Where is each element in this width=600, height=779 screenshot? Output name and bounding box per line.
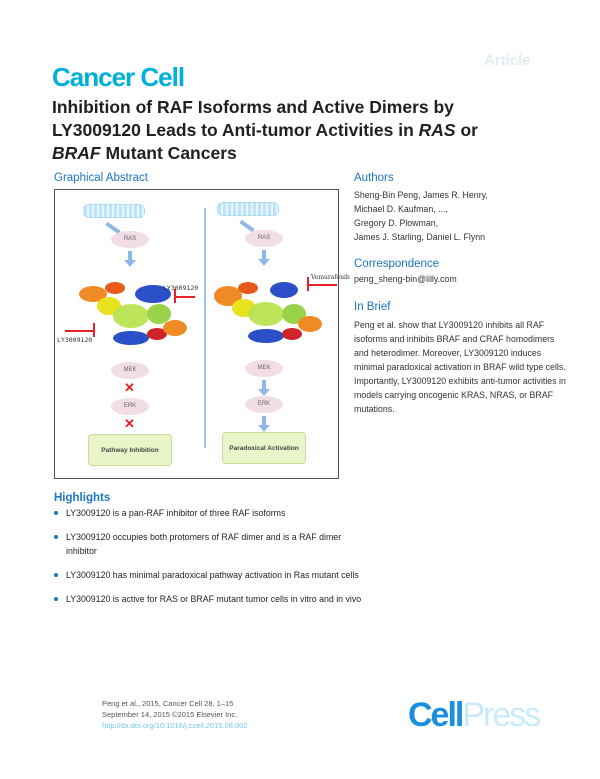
arrow-down-icon	[258, 416, 270, 432]
author-line: Sheng-Bin Peng, James R. Henry,	[354, 190, 488, 200]
highlight-item: LY3009120 has minimal paradoxical pathwa…	[54, 568, 374, 582]
node-mek-right: MEK	[245, 360, 283, 377]
title-line-1: Inhibition of RAF Isoforms and Active Di…	[52, 97, 454, 117]
graphical-abstract-figure: RAS LY3009120 LY3009120 MEK ✕ ERK ✕ Path…	[54, 189, 350, 479]
bullet-icon	[54, 573, 58, 577]
title-ras: RAS	[418, 120, 456, 140]
article-type-label: Article	[484, 52, 531, 69]
bullet-icon	[54, 597, 58, 601]
raf-dimer-structure-left-icon	[79, 282, 187, 345]
citation: Peng et al., 2015, Cancer Cell 28, 1–15	[102, 699, 234, 708]
inhibition-line-icon	[175, 296, 195, 298]
node-erk-right: ERK	[245, 396, 283, 413]
title-line-2a: LY3009120 Leads to Anti-tumor Activities…	[52, 120, 419, 140]
inhibition-bar-icon	[307, 277, 309, 291]
blocked-x-icon: ✕	[124, 416, 135, 431]
highlight-item: LY3009120 is a pan-RAF inhibitor of thre…	[54, 506, 374, 520]
citation-block: Peng et al., 2015, Cancer Cell 28, 1–15 …	[102, 698, 248, 731]
arrow-down-icon	[258, 250, 270, 266]
outcome-paradoxical-activation: Paradoxical Activation	[222, 432, 306, 464]
authors-list: Sheng-Bin Peng, James R. Henry, Michael …	[354, 188, 574, 244]
highlights-list: LY3009120 is a pan-RAF inhibitor of thre…	[54, 506, 374, 616]
inhibition-line-icon	[65, 330, 93, 332]
cellpress-logo: CellPress	[408, 696, 541, 735]
inhibition-line-icon	[309, 284, 337, 286]
blocked-x-icon: ✕	[124, 380, 135, 395]
inhibitor-label-vemurafenib: Vemurafenib	[311, 274, 350, 281]
journal-name: Cancer Cell	[52, 62, 185, 92]
title-line-3b: Mutant Cancers	[100, 143, 237, 163]
article-title: Inhibition of RAF Isoforms and Active Di…	[52, 96, 552, 165]
node-mek-left: MEK	[111, 362, 149, 379]
arrow-icon	[239, 219, 255, 233]
highlight-text: LY3009120 has minimal paradoxical pathwa…	[66, 570, 359, 580]
author-line: Gregory D. Plowman,	[354, 218, 439, 228]
bullet-icon	[54, 511, 58, 515]
bullet-icon	[54, 535, 58, 539]
logo-cell: Cell	[408, 696, 464, 734]
inhibition-bar-icon	[174, 289, 176, 303]
logo-press: Press	[462, 696, 541, 734]
correspondence-email-link[interactable]: peng_sheng-bin@lilly.com	[354, 274, 457, 284]
arrow-down-icon	[124, 251, 136, 267]
outcome-pathway-inhibition: Pathway Inhibition	[88, 434, 172, 466]
inhibitor-label-bottom: LY3009120	[57, 336, 93, 344]
title-braf: BRAF	[52, 143, 101, 163]
highlights-heading: Highlights	[54, 492, 111, 504]
doi-link[interactable]: http://dx.doi.org/10.1016/j.ccell.2015.0…	[102, 721, 248, 730]
in-brief-heading: In Brief	[354, 301, 391, 313]
node-erk-left: ERK	[111, 398, 149, 415]
date-copyright: September 14, 2015 ©2015 Elsevier Inc.	[102, 710, 238, 719]
highlight-item: LY3009120 occupies both protomers of RAF…	[54, 530, 374, 558]
highlight-text: LY3009120 occupies both protomers of RAF…	[66, 532, 342, 556]
inhibitor-label-top: LY3009120	[163, 284, 199, 292]
raf-dimer-structure-right-icon	[214, 282, 322, 343]
highlight-text: LY3009120 is a pan-RAF inhibitor of thre…	[66, 508, 286, 518]
membrane-receptor-left-icon	[83, 204, 145, 218]
panel-divider	[204, 208, 206, 448]
membrane-receptor-right-icon	[217, 202, 279, 216]
in-brief-text: Peng et al. show that LY3009120 inhibits…	[354, 320, 566, 414]
title-line-2b: or	[455, 120, 478, 140]
node-ras-right: RAS	[245, 230, 283, 247]
arrow-down-icon	[258, 380, 270, 396]
correspondence-heading: Correspondence	[354, 258, 440, 270]
author-line: Michael D. Kaufman, ...,	[354, 204, 448, 214]
highlight-item: LY3009120 is active for RAS or BRAF muta…	[54, 592, 374, 606]
node-ras-left: RAS	[111, 231, 149, 248]
graphical-abstract-heading: Graphical Abstract	[54, 172, 148, 184]
highlight-text: LY3009120 is active for RAS or BRAF muta…	[66, 594, 362, 604]
authors-heading: Authors	[354, 172, 394, 184]
author-line: James J. Starling, Daniel L. Flynn	[354, 232, 486, 242]
inhibition-bar-icon	[93, 323, 95, 337]
